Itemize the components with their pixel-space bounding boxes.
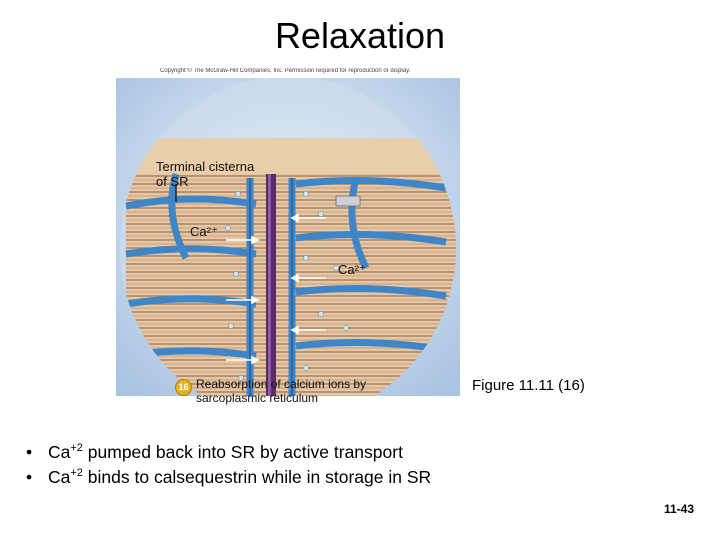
bullet-item: Ca+2 binds to calsequestrin while in sto… xyxy=(26,465,431,490)
label-terminal-cisterna-line1: Terminal cisterna xyxy=(156,159,255,174)
sarcomere-marker xyxy=(335,195,361,207)
slide-title: Relaxation xyxy=(274,15,446,56)
step-description: Reabsorption of calcium ions by sarcopla… xyxy=(196,377,367,405)
muscle-fiber-view xyxy=(120,78,456,396)
slide-number: 11-43 xyxy=(663,502,694,516)
label-terminal-cisterna: Terminal cisterna of SR xyxy=(156,159,254,189)
bullet-superscript: +2 xyxy=(70,442,83,454)
sr-relaxation-illustration xyxy=(116,78,460,396)
bullet-list: Ca+2 pumped back into SR by active trans… xyxy=(26,440,431,490)
bullet-text: pumped back into SR by active transport xyxy=(82,442,403,462)
label-calcium-right: Ca²⁺ xyxy=(338,262,366,277)
bullet-item: Ca+2 pumped back into SR by active trans… xyxy=(26,440,431,465)
bullet-text: binds to calsequestrin while in storage … xyxy=(82,467,432,487)
bullet-superscript: +2 xyxy=(70,467,83,479)
calcium-ions xyxy=(225,191,349,381)
label-calcium-left: Ca²⁺ xyxy=(190,224,218,239)
ion-flow-arrows xyxy=(226,213,326,365)
bullet-prefix: Ca xyxy=(48,467,71,487)
copyright-notice: Copyright © The McGraw-Hill Companies, I… xyxy=(160,68,411,74)
label-terminal-cisterna-line2: of SR xyxy=(156,174,189,189)
bullet-prefix: Ca xyxy=(48,442,71,462)
figure-caption: Figure 11.11 (16) xyxy=(472,377,585,394)
step-number-badge: 16 xyxy=(175,379,192,396)
illustration-svg xyxy=(116,78,460,396)
